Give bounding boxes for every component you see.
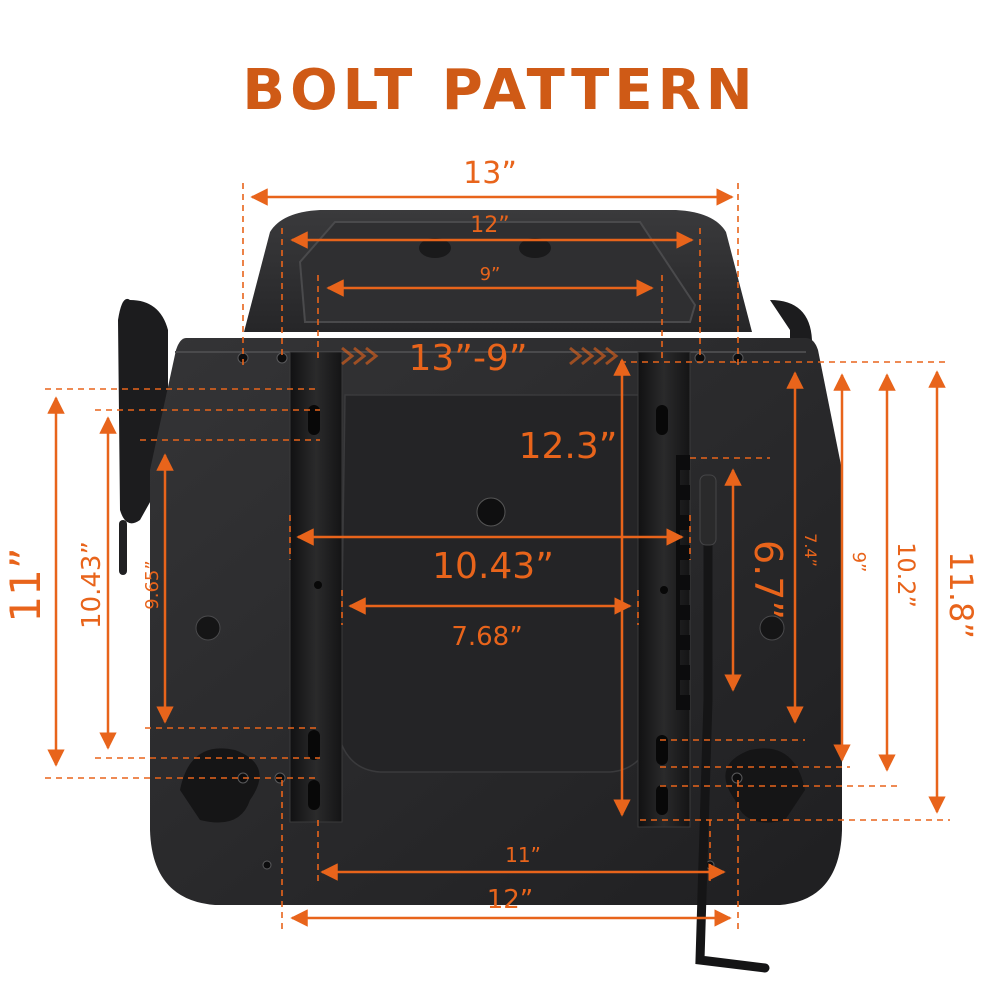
left-lever-rod [119,520,127,575]
label-range: 13”-9” [408,338,527,379]
label-bottom-inner: 11” [505,843,541,867]
extension-lines [45,183,950,932]
dimension-lines [47,188,946,927]
label-right-a: 7.4” [801,533,820,567]
range-chevrons-right [569,346,619,366]
bolt-hole [731,772,743,784]
left-dimple [195,615,221,641]
label-bottom-outer: 12” [487,885,534,915]
label-right-c: 10.2” [892,542,920,608]
adjustment-spring [699,474,717,546]
diagram-title: BOLT PATTERN [242,58,758,123]
adjustment-rod [695,475,770,973]
label-rail-length: 12.3” [519,426,618,467]
label-left-middle: 10.43” [77,541,107,629]
label-top-outer: 13” [463,156,517,191]
label-mid-width: 10.43” [432,546,554,587]
right-dimple [759,615,785,641]
right-slide-rail [637,351,691,828]
label-left-outer: 11” [1,547,50,622]
label-top-middle: 12” [470,213,509,238]
bolt-hole [262,860,272,870]
left-slide-rail [289,351,343,823]
range-chevrons-left [341,346,379,366]
label-slide-travel: 6.7” [746,540,790,620]
label-inner-width: 7.68” [451,622,522,652]
label-left-inner: 9.65” [142,560,163,609]
label-top-inner: 9” [480,264,501,285]
label-right-d: 11.8” [942,551,980,639]
center-hole [476,497,506,527]
left-hook-recess [180,748,260,823]
label-right-b: 9” [848,552,869,573]
